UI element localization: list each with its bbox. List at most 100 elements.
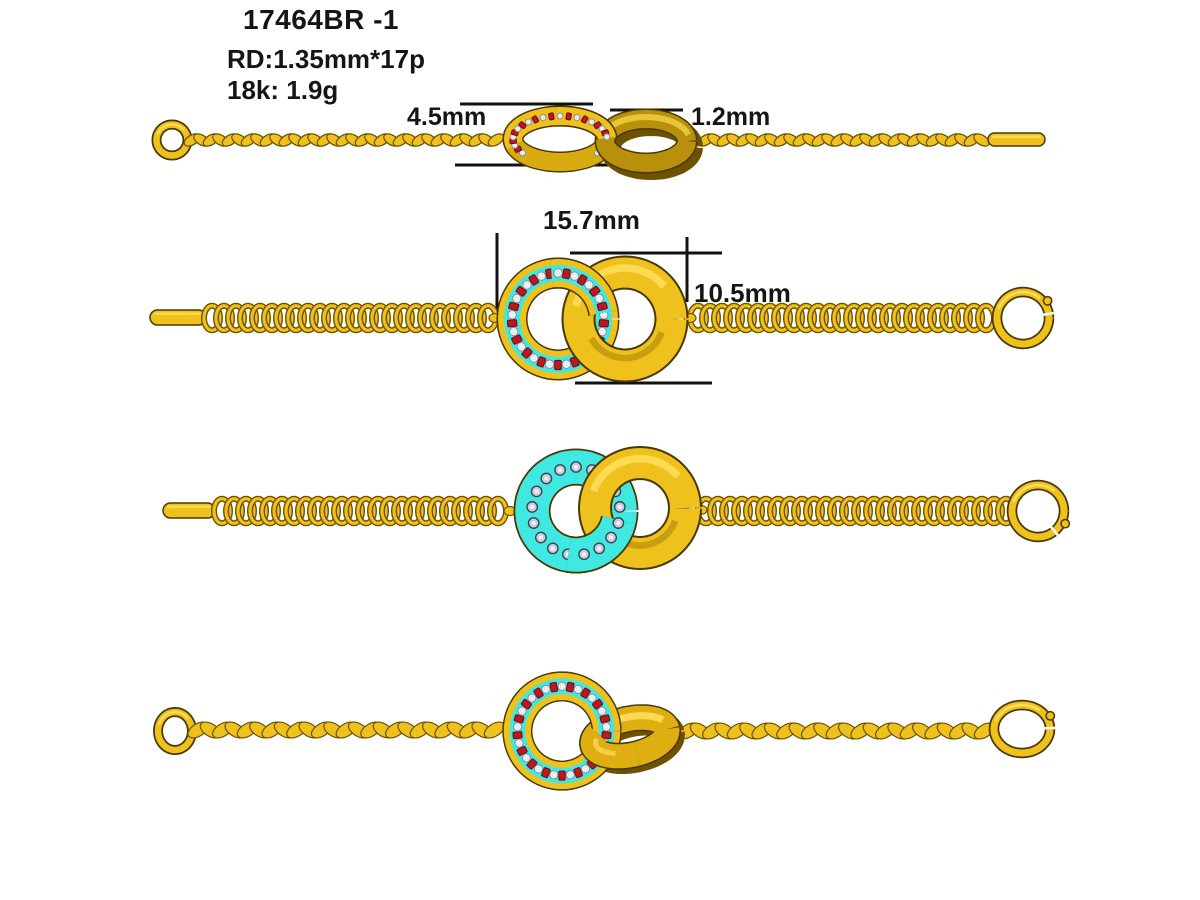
chain-end-bar <box>987 132 1046 147</box>
view-back <box>162 445 1071 574</box>
stone-ruby <box>593 121 602 130</box>
stone-diamond-facet <box>600 329 605 334</box>
dimension-label-ring-diameter: 10.5mm <box>694 278 791 308</box>
stone-diamond-facet <box>572 274 577 279</box>
stone-ruby <box>565 112 572 121</box>
stone-diamond-facet <box>587 283 591 287</box>
chain-link <box>322 304 342 332</box>
stone-diamond-back-facet <box>544 476 549 481</box>
chain-link <box>760 304 780 332</box>
chain-link <box>250 304 270 332</box>
chain-link <box>284 497 304 525</box>
chain-link <box>924 497 944 525</box>
clasp-highlight <box>997 290 1041 310</box>
chain-link <box>248 497 268 525</box>
stone-diamond-facet <box>515 724 520 729</box>
chain-link <box>720 497 740 525</box>
chain-link <box>820 304 840 332</box>
chain-link <box>744 497 764 525</box>
stone-ruby <box>598 319 610 328</box>
chain-link <box>952 304 972 332</box>
gold-ring-shade <box>588 331 665 362</box>
stone-ruby <box>601 731 612 740</box>
chain-link <box>828 497 848 525</box>
chain-link <box>712 304 732 332</box>
stone-diamond-facet <box>547 362 552 367</box>
stone-ruby <box>554 359 562 371</box>
chain-link <box>392 497 412 525</box>
stone-spec: RD:1.35mm*17p <box>227 44 425 74</box>
chain-link <box>466 304 486 332</box>
stone-ruby <box>513 714 525 724</box>
clasp-highlight <box>1012 483 1056 503</box>
clasp-highlight <box>994 703 1041 722</box>
chain-link <box>260 497 280 525</box>
stone-diamond-facet <box>526 120 530 124</box>
chain-link <box>428 497 448 525</box>
stone-diamond-facet <box>575 116 579 120</box>
stone-ruby <box>531 115 540 124</box>
stone-ruby <box>573 767 583 779</box>
stone-diamond-back-facet <box>531 521 536 526</box>
gold-ring <box>561 255 689 383</box>
chain-link <box>334 304 354 332</box>
chain-link <box>792 497 812 525</box>
stone-diamond-back-facet <box>617 504 622 509</box>
chain-link <box>840 497 860 525</box>
plain-ring-torus-front <box>578 724 641 770</box>
chain-link <box>756 497 776 525</box>
chain-link <box>380 497 400 525</box>
chain-link <box>948 497 968 525</box>
stone-diamond-facet <box>521 151 524 155</box>
stone-ruby <box>533 687 544 699</box>
stone-ruby <box>589 285 601 297</box>
stone-diamond-facet <box>531 356 536 361</box>
chain-link <box>440 497 460 525</box>
gold-ring-body <box>563 257 687 381</box>
view-perspective <box>152 671 1059 791</box>
pave-ring <box>550 257 619 316</box>
chain-link <box>346 304 366 332</box>
stone-ruby <box>592 698 604 710</box>
chain-link <box>784 304 804 332</box>
chain-link <box>358 304 378 332</box>
chain-link <box>940 304 960 332</box>
chain-link <box>226 304 246 332</box>
chain-link <box>368 497 388 525</box>
chain-link <box>936 497 956 525</box>
chain-link <box>202 304 222 332</box>
stone-diamond-back-facet <box>550 546 555 551</box>
chain-link <box>724 304 744 332</box>
chain-link <box>344 497 364 525</box>
stone-diamond-facet <box>525 283 529 287</box>
chain-link <box>442 304 462 332</box>
chain-link <box>928 304 948 332</box>
clasp-knob <box>1060 518 1071 529</box>
chain-link <box>310 304 330 332</box>
stone-diamond-back-facet <box>574 465 578 469</box>
clasp-opening <box>1040 311 1057 317</box>
stone-diamond-facet <box>590 696 594 700</box>
chain-link <box>892 304 912 332</box>
chain-link <box>418 304 438 332</box>
stone-ruby <box>558 770 566 781</box>
chain-link <box>973 133 990 147</box>
stone-ruby <box>528 274 540 286</box>
stone-diamond-back-facet <box>538 535 543 540</box>
pave-ring <box>502 671 622 791</box>
view-top-side <box>151 105 1046 181</box>
jump-ring-highlight <box>157 710 189 725</box>
pave-back-overlap <box>565 515 637 574</box>
stone-diamond-facet <box>539 274 544 279</box>
chain-link <box>404 497 424 525</box>
chain-end-bar-highlight <box>992 135 1041 139</box>
stone-ruby <box>596 301 608 312</box>
torus-highlight <box>593 737 616 756</box>
stone-diamond-facet <box>513 143 517 147</box>
dimension-label-ring-thickness: 1.2mm <box>691 103 771 131</box>
chain-link <box>816 497 836 525</box>
chain-end-bar <box>162 502 216 519</box>
stone-diamond-facet <box>604 724 609 729</box>
stone-diamond-facet <box>558 114 562 118</box>
